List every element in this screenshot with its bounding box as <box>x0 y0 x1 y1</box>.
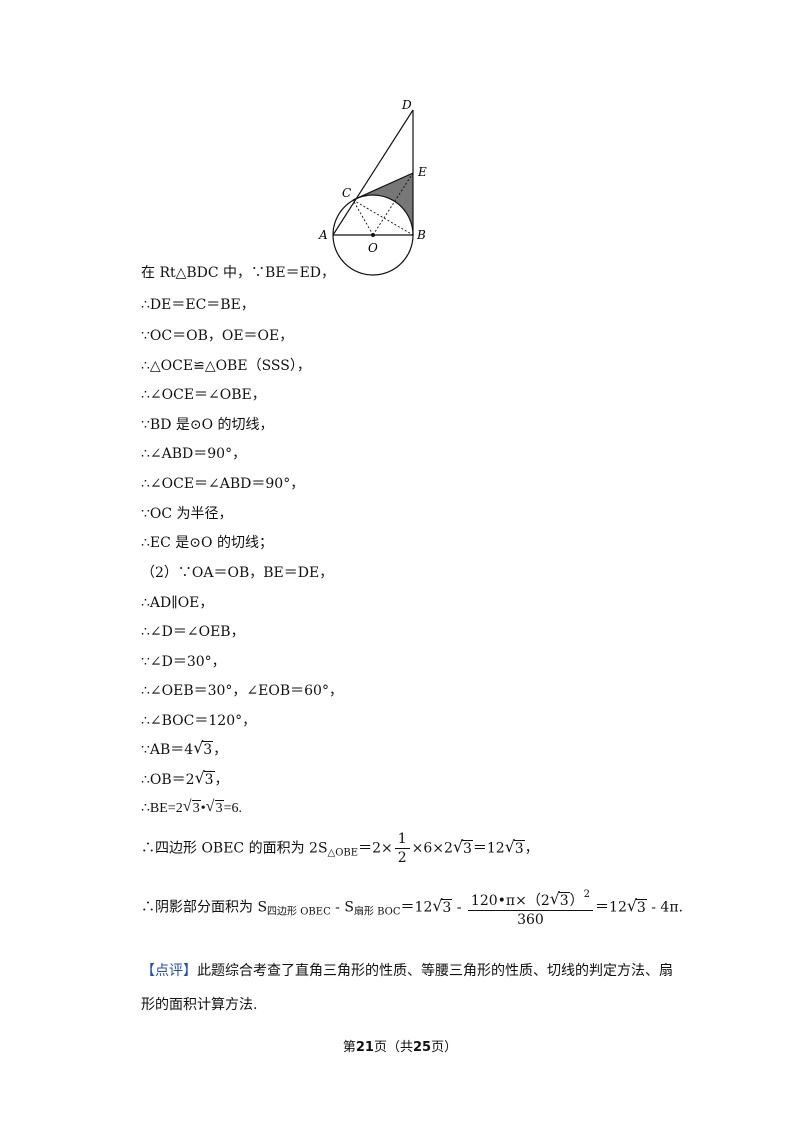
sqrt: √3 <box>626 895 647 916</box>
solution-line-shade-area: ∴阴影部分面积为 S四边形 OBEC - S扇形 BOC＝12√3 - 120•… <box>141 886 683 929</box>
review-paragraph: 【点评】此题综合考查了直角三角形的性质、等腰三角形的性质、切线的判定方法、扇形的… <box>141 954 681 1022</box>
radicand: 3 <box>558 892 570 909</box>
text: =6. <box>223 801 243 816</box>
sqrt: √3 <box>432 895 453 916</box>
text: - 4π. <box>646 899 683 916</box>
footer-text: 第 <box>342 1040 356 1055</box>
solution-line: ∴∠BOC＝120°， <box>141 713 257 729</box>
segment-ce <box>352 172 414 201</box>
point-o <box>371 233 375 237</box>
page-total: 25 <box>413 1040 432 1055</box>
label-e: E <box>417 165 427 179</box>
review-text: 此题综合考查了直角三角形的性质、等腰三角形的性质、切线的判定方法、扇形的面积计算… <box>141 963 673 1013</box>
text: - S <box>330 899 354 916</box>
text: ∵AB＝4 <box>141 742 194 758</box>
solution-line: ∴△OCE≌△OBE（SSS）， <box>141 358 311 374</box>
radicand: 3 <box>635 898 647 916</box>
text: • <box>200 801 206 816</box>
solution-line-be: ∴BE=2√3•√3=6. <box>141 798 243 818</box>
segment-ad <box>332 109 414 236</box>
text: ， <box>213 742 228 758</box>
radicand: 3 <box>203 771 215 788</box>
superscript: 2 <box>583 889 591 900</box>
solution-line: ∴∠OCE＝∠ABD＝90°， <box>141 476 305 492</box>
radicand: 3 <box>214 800 224 816</box>
text: - <box>452 899 466 916</box>
text: ×6×2 <box>411 840 453 857</box>
footer-text: 页） <box>431 1040 458 1055</box>
subscript: △OBE <box>327 847 359 859</box>
solution-line-ab: ∵AB＝4√3， <box>141 738 228 759</box>
text: ＝12 <box>472 840 505 857</box>
text: ＝2× <box>358 840 393 857</box>
sqrt: √3 <box>452 836 473 857</box>
solution-line: ∴EC 是⊙O 的切线； <box>141 535 273 551</box>
segment-oc <box>352 199 374 236</box>
label-a: A <box>318 228 328 242</box>
sqrt: √3 <box>193 738 214 758</box>
sqrt: √3 <box>205 798 224 816</box>
solution-line: ∴∠OCE＝∠OBE， <box>141 387 266 403</box>
solution-line: ∴∠OEB＝30°，∠EOB＝60°， <box>141 683 343 699</box>
subscript: 扇形 BOC <box>353 906 401 918</box>
solution-line: （2）∵OA＝OB，BE＝DE， <box>141 565 334 581</box>
text: ＝12 <box>595 899 627 916</box>
solution-line: ∵∠D＝30°， <box>141 654 226 670</box>
numerator: 120•π×（2√3）2 <box>467 886 594 911</box>
solution-line-ob: ∴OB＝2√3， <box>141 768 229 789</box>
sqrt: √3 <box>194 768 215 788</box>
numerator: 1 <box>394 830 410 849</box>
label-d: D <box>401 98 412 112</box>
page-footer: 第21页（共25页） <box>0 1036 800 1055</box>
sqrt: √3 <box>549 889 570 909</box>
solution-line: ∴∠ABD＝90°， <box>141 446 247 462</box>
solution-line: ∵OC＝OB，OE＝OE， <box>141 328 294 344</box>
text: ＝12 <box>400 899 433 916</box>
sqrt: √3 <box>504 836 525 857</box>
text: ∴BE=2 <box>141 801 183 816</box>
review-tag: 【点评】 <box>141 963 197 979</box>
label-c: C <box>342 186 351 200</box>
text: ∴四边形 OBEC 的面积为 2S <box>141 840 328 857</box>
footer-text: 页（共 <box>373 1040 413 1055</box>
solution-line: ∵OC 为半径， <box>141 506 233 522</box>
denominator: 2 <box>397 850 407 866</box>
radicand: 3 <box>441 898 453 916</box>
subscript: 四边形 OBEC <box>267 906 331 918</box>
solution-line: 在 Rt△BDC 中，∵BE＝ED， <box>141 265 336 281</box>
solution-line: ∴AD∥OE， <box>141 595 214 611</box>
radicand: 3 <box>191 800 201 816</box>
text: ∴OB＝2 <box>141 772 195 788</box>
geometry-figure: D E C A B O <box>318 98 427 276</box>
radicand: 3 <box>461 839 473 857</box>
text: ， <box>214 772 229 788</box>
segment-cb <box>352 199 414 236</box>
shaded-region <box>353 173 414 235</box>
solution-line: ∵BD 是⊙O 的切线， <box>141 417 274 433</box>
segment-oe <box>372 172 414 236</box>
radicand: 3 <box>202 741 214 758</box>
text: 120•π×（2 <box>470 893 550 909</box>
solution-line: ∴∠D＝∠OEB， <box>141 624 245 640</box>
label-o: O <box>368 241 378 255</box>
denominator: 360 <box>517 912 544 928</box>
sqrt: √3 <box>182 798 201 816</box>
radicand: 3 <box>513 839 525 857</box>
text: ， <box>524 840 539 857</box>
page-number: 21 <box>355 1040 374 1055</box>
label-b: B <box>416 228 426 242</box>
solution-line: ∴DE＝EC＝BE， <box>141 297 255 313</box>
text: ） <box>569 893 584 909</box>
text: ∴阴影部分面积为 S <box>141 899 268 916</box>
